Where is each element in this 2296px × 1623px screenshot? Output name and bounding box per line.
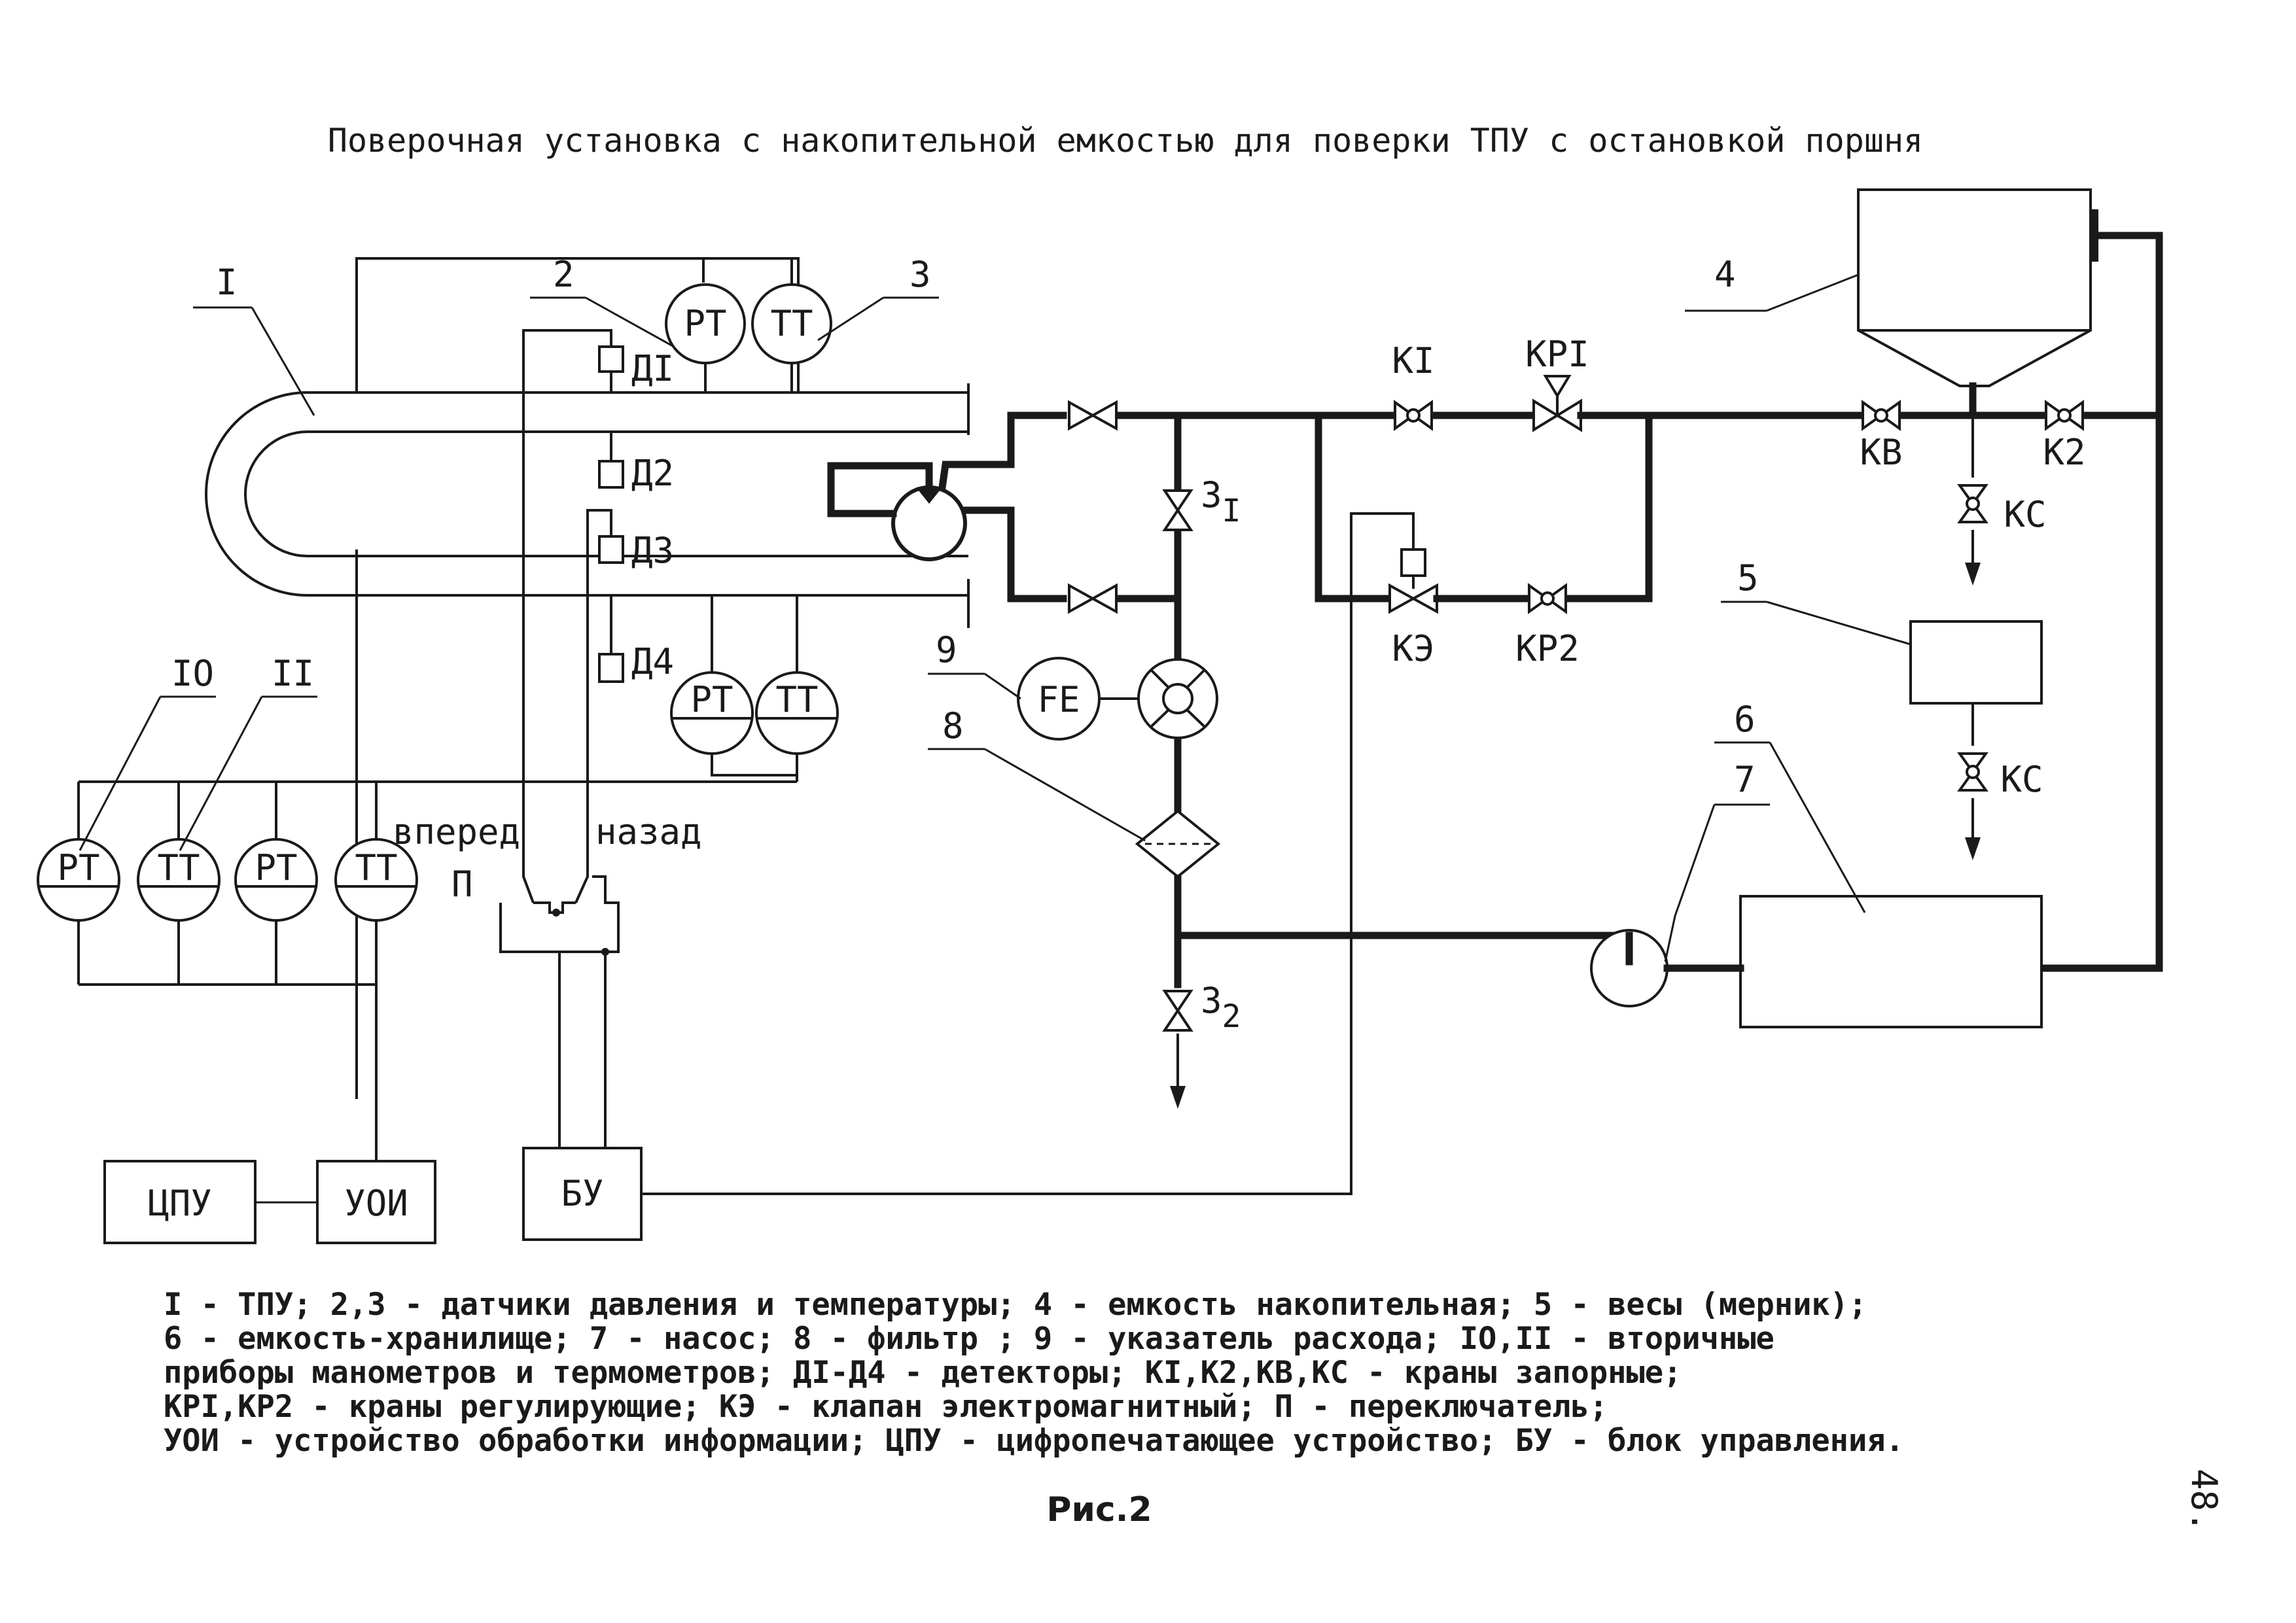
pressure-gauge-upper: PT bbox=[665, 283, 746, 364]
switch-back-label: назад bbox=[595, 811, 702, 852]
item-2: 2 bbox=[553, 254, 574, 295]
svg-text:Д2: Д2 bbox=[631, 453, 674, 494]
item-5: 5 bbox=[1737, 557, 1759, 599]
legend-line-4: KPI,KP2 - краны регулирующие; KЭ - клапа… bbox=[164, 1389, 1608, 1425]
valve-labels: KI KPI KB K2 KC KC KЭ KP2 bbox=[1392, 334, 2085, 800]
item-numbers: I 2 3 4 5 6 7 8 9 IO II bbox=[171, 254, 1759, 800]
item-1: I bbox=[216, 262, 238, 303]
secondary-temperature-gauge-1: TT bbox=[137, 838, 221, 922]
item-11: II bbox=[272, 653, 314, 694]
cpu-label: ЦПУ bbox=[148, 1183, 212, 1224]
direction-switch: вперед назад П bbox=[393, 811, 702, 1148]
item-4: 4 bbox=[1714, 254, 1736, 295]
secondary-instruments: PT TT PT TT bbox=[37, 775, 798, 1161]
scale-line bbox=[1909, 415, 2043, 860]
bu-label: БУ bbox=[561, 1173, 603, 1214]
secondary-pressure-gauge-1: PT bbox=[37, 838, 120, 922]
uoi-box bbox=[316, 1160, 436, 1244]
svg-text:PT: PT bbox=[690, 679, 733, 720]
svg-text:Д3: Д3 bbox=[631, 530, 674, 571]
upper-main-line bbox=[1174, 375, 2163, 613]
item-10: IO bbox=[171, 653, 214, 694]
valve-kv-label: KB bbox=[1860, 432, 1902, 473]
valve-ks2-label: KC bbox=[2000, 759, 2043, 800]
detector-d1: ДI bbox=[522, 329, 674, 857]
switch-symbol: П bbox=[451, 864, 473, 905]
svg-text:TT: TT bbox=[770, 303, 813, 344]
svg-text:TT: TT bbox=[775, 679, 818, 720]
diagram-title: Поверочная установка с накопительной емк… bbox=[328, 122, 1923, 160]
inlet-valve-lower bbox=[1068, 584, 1118, 613]
valve-kr2-label: KP2 bbox=[1515, 628, 1580, 669]
four-way-valve bbox=[827, 411, 1067, 602]
main-riser: 3I 32 bbox=[1163, 411, 1633, 1109]
valve-k1-label: KI bbox=[1392, 340, 1434, 381]
accumulation-tank bbox=[1857, 188, 2163, 972]
legend-line-2: 6 - емкость-хранилище; 7 - насос; 8 - фи… bbox=[164, 1321, 1775, 1357]
item-6: 6 bbox=[1734, 699, 1756, 740]
legend-line-1: I - ТПУ; 2,3 - датчики давления и темпер… bbox=[164, 1287, 1867, 1323]
item-7: 7 bbox=[1734, 759, 1756, 800]
inlet-valve-upper bbox=[1068, 401, 1118, 430]
secondary-pressure-gauge-2: PT bbox=[234, 838, 318, 922]
figure-caption: Рис.2 bbox=[1046, 1490, 1152, 1529]
detector-d4: Д4 bbox=[598, 595, 674, 683]
flow-meter: FE bbox=[1017, 657, 1218, 741]
storage-tank-and-pump bbox=[1590, 895, 2043, 1028]
svg-text:PT: PT bbox=[57, 847, 99, 888]
valve-k2-label: K2 bbox=[2043, 432, 2085, 473]
item-8: 8 bbox=[942, 705, 964, 746]
valve-z1-label: 3I bbox=[1201, 474, 1241, 529]
valve-kr1-label: KPI bbox=[1525, 334, 1589, 375]
svg-text:Д4: Д4 bbox=[631, 641, 674, 682]
pressure-gauge-lower: PT bbox=[670, 671, 754, 755]
legend-line-5: УОИ - устройство обработки информации; Ц… bbox=[164, 1423, 1904, 1459]
temperature-gauge-lower: TT bbox=[755, 671, 839, 755]
detector-d2: Д2 bbox=[598, 432, 674, 494]
leader-lines bbox=[79, 273, 1911, 962]
svg-text:ДI: ДI bbox=[631, 348, 674, 389]
valve-z2-label: 32 bbox=[1201, 980, 1241, 1035]
cpu-box bbox=[103, 1160, 256, 1244]
uoi-label: УОИ bbox=[344, 1183, 408, 1224]
valve-ks1-label: KC bbox=[2004, 494, 2046, 535]
item-9: 9 bbox=[936, 629, 957, 671]
item-3: 3 bbox=[910, 254, 931, 295]
fe-label: FE bbox=[1037, 679, 1080, 720]
svg-text:PT: PT bbox=[255, 847, 297, 888]
legend: I - ТПУ; 2,3 - датчики давления и темпер… bbox=[164, 1287, 1904, 1459]
svg-text:TT: TT bbox=[157, 847, 200, 888]
legend-line-3: приборы манометров и термометров; ДI-Д4 … bbox=[164, 1355, 1682, 1391]
scale-box bbox=[1909, 620, 2043, 705]
detector-d3: Д3 bbox=[586, 509, 674, 857]
secondary-temperature-gauge-2: TT bbox=[334, 838, 418, 922]
switch-forward-label: вперед bbox=[393, 811, 520, 852]
control-units: ЦПУ УОИ БУ bbox=[103, 512, 1415, 1244]
svg-text:PT: PT bbox=[684, 303, 726, 344]
valve-ke-label: KЭ bbox=[1392, 628, 1434, 669]
bu-box bbox=[522, 1147, 643, 1241]
svg-text:TT: TT bbox=[355, 847, 397, 888]
filter bbox=[1135, 809, 1221, 879]
storage-tank bbox=[1739, 895, 2043, 1028]
page-number: 48. bbox=[2183, 1469, 2225, 1533]
temperature-gauge-upper: TT bbox=[751, 283, 832, 364]
